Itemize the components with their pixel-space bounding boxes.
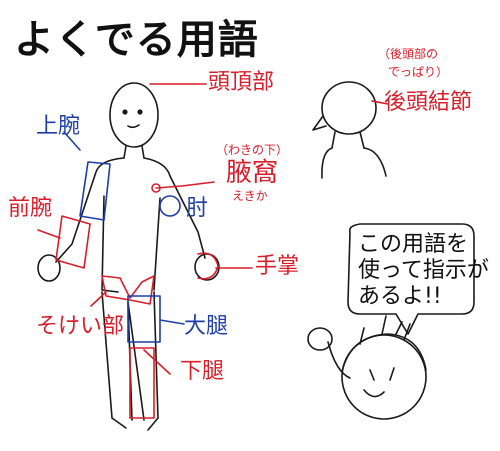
mouth [127,124,140,129]
body-figure [37,82,220,431]
label-wakika-reading: えきか [232,189,268,203]
bubble-line-2: 使って指示が [358,258,489,283]
left-hand [37,254,61,282]
page-title: よくでる用語 [14,17,259,63]
red-guide-lines [37,83,389,419]
torso-right [143,157,206,259]
label-wakika: 腋窩 [226,158,279,188]
legs [101,291,159,431]
elbow-circle [159,195,181,217]
label-koutoukessetsu: 後頭結節 [384,90,473,115]
left-side [101,195,119,293]
character-eyes [369,367,395,381]
katai-line [143,349,171,375]
label-waki-note: （わきの下） [216,143,289,157]
label-katai: 下腿 [180,359,225,384]
wakika-line [155,181,215,189]
thigh-link [159,319,185,325]
head-outline [109,82,159,148]
upper-arm-link [63,131,81,151]
thigh-box [127,295,161,343]
label-zenwan: 前腕 [8,196,53,221]
speech-bubble [347,223,475,335]
label-hiji: 肘 [186,196,209,221]
profile-head [312,81,387,179]
left-eye [122,109,128,115]
neck [123,145,145,159]
label-koutou-note-1: （後頭部の [378,47,439,61]
profile-shoulders [321,147,387,179]
label-koutou-note-2: でっぱり） [388,65,449,79]
sokeibu-line [90,291,107,307]
character-hair [341,315,427,373]
bubble-line-1: この用語を [358,232,469,257]
koutou-line [371,100,389,105]
label-joowan: 上腕 [36,114,81,139]
character-fist [307,327,333,351]
right-side [153,197,161,291]
cheering-character [307,315,427,420]
upper-arm-box [79,161,111,221]
blue-guide-lines [63,131,185,343]
right-eye [137,109,143,115]
label-toutoubu: 頭頂部 [208,70,275,95]
label-daitai: 大腿 [184,314,229,339]
groin-outline [101,275,155,305]
profile-head-outline [321,81,377,135]
left-forearm-box [55,215,91,269]
profile-nose [312,115,327,131]
wakika-dot [151,183,161,193]
right-hand-circle [197,252,219,280]
bubble-line-3: あるよ!! [358,284,442,309]
profile-neck [331,131,365,149]
lower-leg-box [129,347,155,419]
zenwan-line [37,229,61,239]
label-sokeibu: そけい部 [36,314,125,339]
right-hand [194,253,220,281]
label-shushou: 手掌 [255,254,300,279]
torso-left [55,157,125,263]
character-mouth [363,389,385,398]
